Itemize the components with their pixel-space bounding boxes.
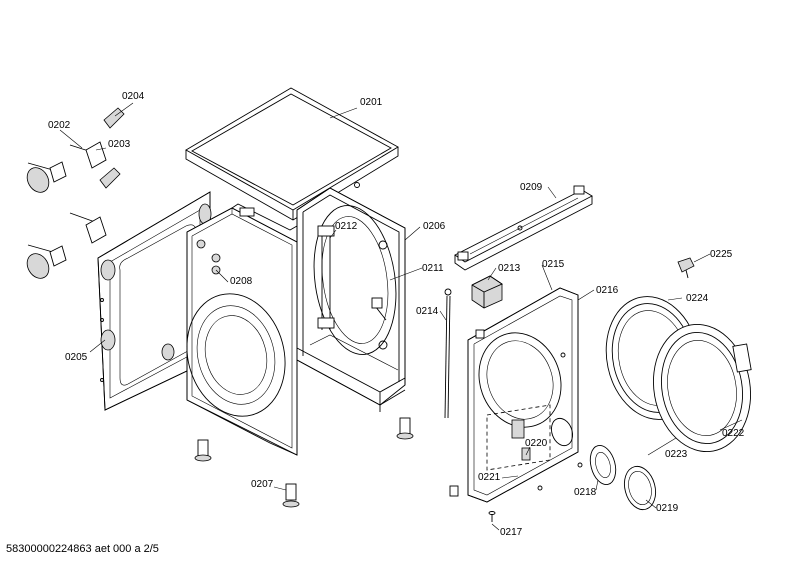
- document-id: 58300000224863 aet 000 a 2/5: [6, 543, 159, 555]
- label-0223[interactable]: 0223: [665, 449, 688, 460]
- cabinet-front-part[interactable]: [174, 203, 299, 456]
- leader-lines: [59, 102, 743, 531]
- hinge-0225-part[interactable]: [677, 257, 695, 279]
- label-0220[interactable]: 0220: [525, 438, 548, 449]
- bolt-0202-part[interactable]: [23, 144, 96, 282]
- round-cap-part[interactable]: [620, 463, 660, 513]
- rear-panel-part[interactable]: [97, 191, 212, 411]
- label-0221[interactable]: 0221: [478, 472, 501, 483]
- label-0203[interactable]: 0203: [108, 139, 131, 150]
- label-0218[interactable]: 0218: [574, 487, 597, 498]
- front-panel-part[interactable]: [449, 287, 583, 503]
- label-0211[interactable]: 0211: [422, 263, 444, 274]
- label-0216[interactable]: 0216: [596, 285, 619, 296]
- label-0209[interactable]: 0209: [520, 182, 543, 193]
- label-0215[interactable]: 0215: [542, 259, 565, 270]
- label-0205[interactable]: 0205: [65, 352, 88, 363]
- label-0222[interactable]: 0222: [722, 428, 745, 439]
- cabinet-frame-part[interactable]: [296, 182, 406, 413]
- label-0206[interactable]: 0206: [423, 221, 446, 232]
- label-0201[interactable]: 0201: [360, 97, 383, 108]
- label-0214[interactable]: 0214: [416, 306, 439, 317]
- label-0225[interactable]: 0225: [710, 249, 733, 260]
- rod-0214-part[interactable]: [444, 288, 452, 419]
- top-rail-part[interactable]: [454, 185, 593, 271]
- label-0217[interactable]: 0217: [500, 527, 523, 538]
- label-0202[interactable]: 0202: [48, 120, 71, 131]
- label-0213[interactable]: 0213: [498, 263, 521, 274]
- label-0219[interactable]: 0219: [656, 503, 679, 514]
- bracket-0203-part[interactable]: [49, 141, 107, 267]
- bracket-0213-part[interactable]: [471, 275, 503, 309]
- door-hinge-part[interactable]: [586, 443, 620, 488]
- screw-0217-part[interactable]: [488, 511, 496, 523]
- label-0224[interactable]: 0224: [686, 293, 709, 304]
- label-0204[interactable]: 0204: [122, 91, 145, 102]
- foot-0207-part[interactable]: [194, 417, 414, 508]
- label-0208[interactable]: 0208: [230, 276, 253, 287]
- top-cover-part[interactable]: [185, 87, 399, 221]
- door-outer-ring-part[interactable]: [644, 317, 761, 460]
- label-0207[interactable]: 0207: [251, 479, 274, 490]
- label-0212[interactable]: 0212: [335, 221, 358, 232]
